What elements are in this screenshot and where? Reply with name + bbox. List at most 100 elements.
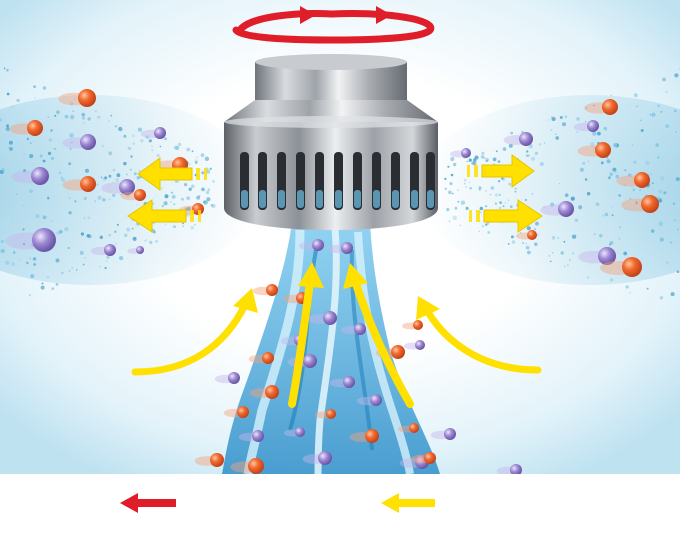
droplet [633,160,637,164]
purple-particle [461,148,471,158]
droplet [485,157,489,162]
droplet [578,205,583,210]
droplet [82,117,85,120]
droplet [106,255,110,259]
droplet [509,205,513,209]
droplet [597,131,601,136]
droplet [473,158,477,162]
droplet [97,115,101,119]
nozzle-slot-spray [427,190,434,208]
droplet [501,177,504,180]
droplet [555,136,559,140]
droplet [107,120,110,123]
droplet [465,206,469,210]
droplet [83,257,86,259]
droplet [468,158,472,162]
droplet [1,168,6,172]
droplet [207,188,211,192]
droplet [651,182,654,185]
droplet [108,151,113,156]
orange-particle [424,452,436,464]
droplet [129,168,132,171]
droplet [673,219,676,222]
droplet [24,239,26,242]
droplet [457,189,459,191]
droplet [69,133,74,138]
droplet [555,133,557,135]
droplet [635,105,639,108]
droplet [123,161,127,166]
orange-particle [602,99,618,115]
droplet [191,184,195,189]
orange-particle [237,406,249,418]
nozzle-slots [240,152,435,210]
droplet [495,150,498,153]
droplet [584,178,588,181]
droplet [41,282,44,285]
droplet [463,178,467,182]
droplet [675,131,677,133]
droplet [99,235,104,239]
droplet [563,240,566,243]
droplet [82,263,85,266]
droplet [175,145,180,150]
droplet [104,266,107,270]
nozzle-shoulder [224,100,438,122]
droplet [570,196,575,201]
droplet [651,112,656,117]
legend-row [0,474,680,534]
droplet [58,171,62,174]
droplet [64,227,69,232]
droplet [131,134,135,138]
droplet [30,274,35,279]
droplet [97,195,102,200]
droplet [163,201,168,206]
droplet [56,231,60,235]
droplet [187,206,192,211]
droplet [669,241,673,244]
droplet [576,131,579,134]
droplet [145,239,148,242]
droplet [651,188,654,190]
droplet [650,229,655,233]
nozzle-slot-spray [241,190,248,208]
droplet [29,154,34,159]
droplet [186,147,191,152]
droplet [615,174,620,179]
droplet [612,167,617,172]
droplet [608,176,611,180]
droplet [100,176,103,179]
droplet [478,230,480,233]
droplet [55,258,60,263]
droplet [497,160,501,163]
droplet [579,167,585,172]
rotating-nozzle [224,54,438,230]
droplet [198,194,201,198]
droplet [559,116,563,119]
purple-particle [370,394,382,406]
droplet [193,223,196,226]
droplet [487,231,491,234]
droplet [499,201,502,205]
droplet [444,177,447,180]
droplet [151,145,153,148]
droplet [206,190,210,195]
droplet [73,98,75,100]
droplet [551,117,556,121]
droplet [144,240,146,242]
nozzle-slot-spray [316,190,323,208]
droplet [618,194,621,197]
droplet [74,200,77,203]
droplet [592,131,597,136]
droplet [68,197,71,200]
purple-particle [354,323,366,335]
droplet [600,161,604,165]
droplet [145,135,149,139]
droplet [525,242,527,245]
droplet [618,226,622,229]
droplet [531,192,534,195]
rotation-arrow-icon [232,6,435,44]
droplet [16,193,18,195]
right-upper-outflow-arrow-icon [481,154,535,188]
droplet [47,116,50,118]
